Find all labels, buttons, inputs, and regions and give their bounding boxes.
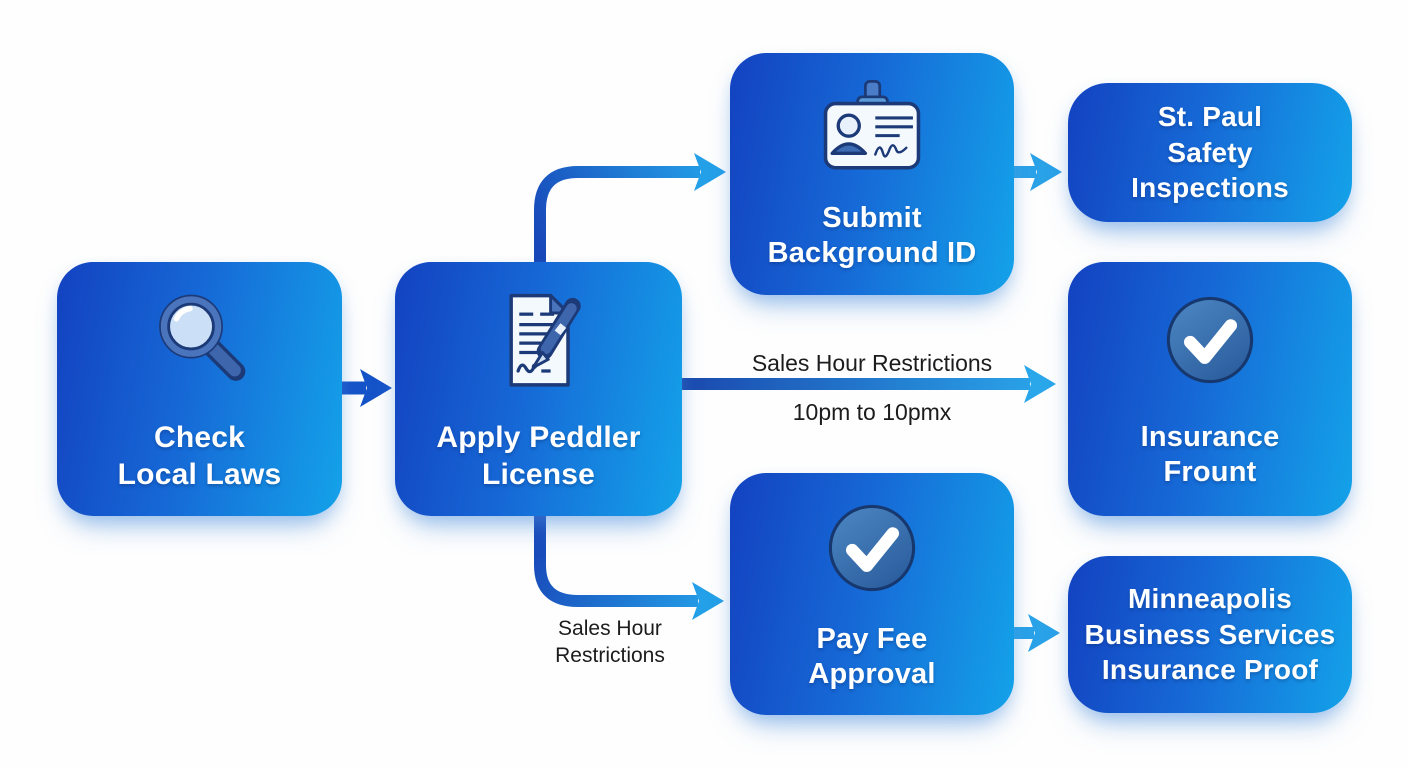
edge-label-sales-hour-restrictions-bottom: Sales Hour Restrictions [555, 617, 665, 668]
checkmark-circle-icon [828, 504, 916, 591]
arrow-apply-to-insurance [682, 365, 1056, 403]
id-card-icon [823, 79, 921, 170]
node-label: Apply Peddler License [436, 421, 641, 491]
node-st-paul-safety-inspections: St. Paul Safety Inspections [1068, 83, 1352, 222]
arrow-payfee-to-minneapolis [1014, 614, 1060, 652]
node-label: St. Paul Safety Inspections [1131, 100, 1289, 204]
document-pen-icon [508, 294, 581, 388]
node-check-local-laws: Check Local Laws [57, 262, 342, 516]
node-label: Minneapolis Business Services Insurance … [1084, 582, 1336, 686]
node-label: Pay Fee Approval [808, 622, 936, 690]
edge-label-hours: 10pm to 10pmx [792, 399, 952, 425]
arrow-apply-to-submit [534, 153, 726, 262]
node-label: Submit Background ID [767, 201, 977, 269]
node-label: Insurance Frount [1140, 420, 1280, 488]
checkmark-circle-icon [1166, 296, 1254, 383]
edge-label-sales-hour-restrictions: Sales Hour Restrictions [751, 350, 993, 376]
node-label: Check Local Laws [117, 421, 282, 491]
arrow-submit-to-stpaul [1014, 153, 1062, 191]
magnifier-icon [158, 295, 245, 382]
node-apply-peddler-license: Apply Peddler License [395, 262, 682, 516]
node-minneapolis-business-services: Minneapolis Business Services Insurance … [1068, 556, 1352, 713]
node-submit-background-id: Submit Background ID [730, 53, 1014, 295]
node-insurance-frount: Insurance Frount [1068, 262, 1352, 516]
node-pay-fee-approval: Pay Fee Approval [730, 473, 1014, 715]
arrow-check-to-apply [342, 369, 392, 407]
arrow-apply-to-payfee [534, 516, 724, 620]
